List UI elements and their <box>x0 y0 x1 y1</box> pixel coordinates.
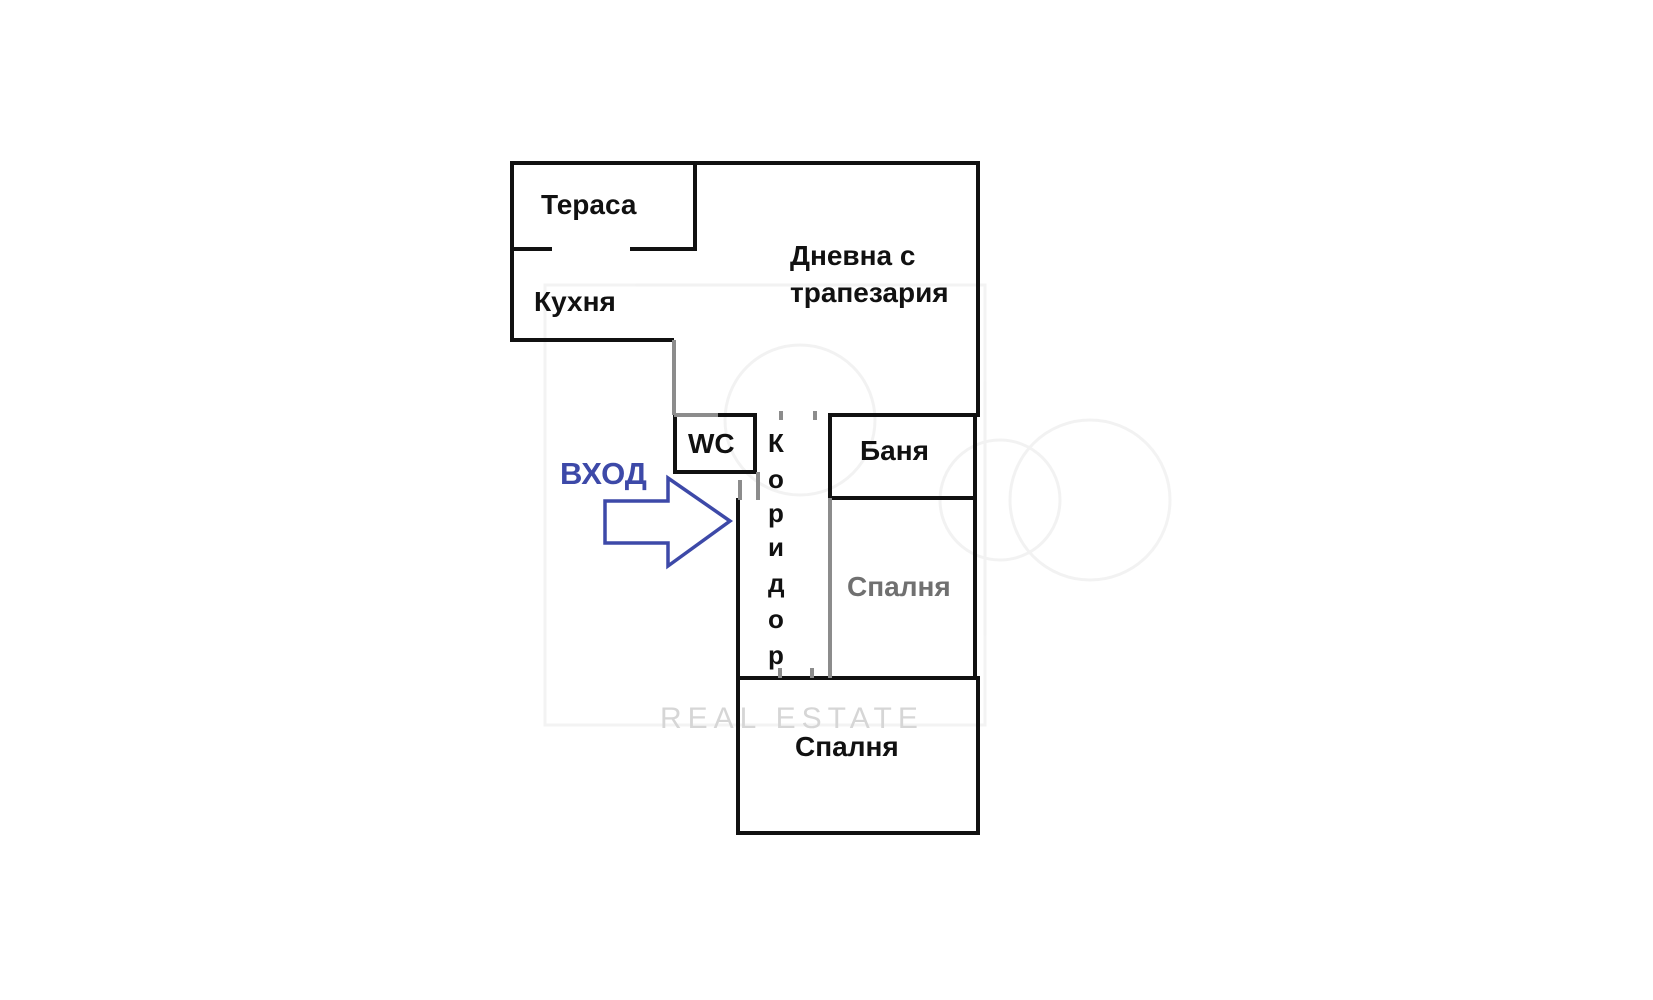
entrance-label: ВХОД <box>560 456 647 491</box>
room-bathroom-label: Баня <box>860 435 929 466</box>
corridor-letter: р <box>768 498 784 528</box>
corridor-letter: д <box>768 568 785 598</box>
room-terrace-label: Тераса <box>541 189 637 220</box>
corridor-letter: р <box>768 640 784 670</box>
outer-wall-left-kitchen <box>510 161 674 342</box>
room-kitchen-label: Кухня <box>534 286 616 317</box>
room-bedroom-bottom-label: Спалня <box>795 731 899 762</box>
outer-wall-top-right <box>510 161 980 417</box>
corridor-letter: о <box>768 604 784 634</box>
watermark-logo <box>543 283 1172 727</box>
entrance-arrow <box>603 474 734 570</box>
room-corridor-label: К о р и д о р <box>768 428 785 670</box>
watermark-circle-1 <box>723 343 877 497</box>
walls <box>510 161 980 835</box>
corridor-letter: о <box>768 464 784 494</box>
room-bedroom-right-label: Спалня <box>847 571 951 602</box>
watermark-text: REAL ESTATE <box>660 702 924 735</box>
room-wc-label: WC <box>688 428 735 459</box>
wc-walls <box>673 413 757 474</box>
bedroom-bottom-walls <box>736 676 980 835</box>
door-dashes <box>738 411 817 678</box>
watermark-frame <box>543 283 987 727</box>
grey-walls <box>672 340 832 678</box>
terrace-wall-right <box>630 161 697 251</box>
corridor-letter: и <box>768 532 784 562</box>
corridor-letter: К <box>768 428 784 458</box>
room-living-label-line2: трапезария <box>790 277 949 308</box>
watermark-circle-2 <box>1008 418 1172 582</box>
room-living-label-line1: Дневна с <box>790 240 915 271</box>
